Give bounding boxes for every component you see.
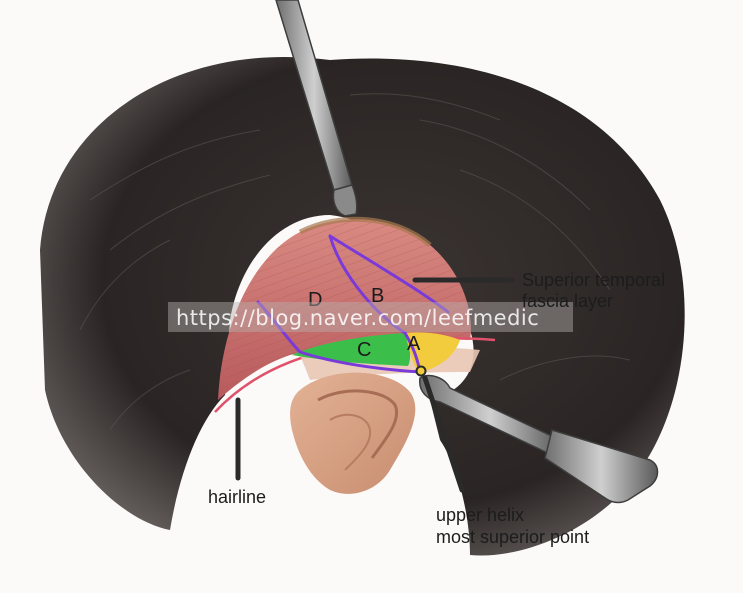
- region-label-d: D: [308, 289, 322, 311]
- watermark-band: [168, 302, 573, 332]
- temporal-muscle: [218, 216, 471, 400]
- retractor-icon: [419, 374, 659, 504]
- region-label-b: B: [371, 285, 384, 307]
- retractor-icon: [275, 0, 358, 217]
- label-fascia-layer: fascia layer: [522, 291, 613, 311]
- region-label-c: C: [357, 339, 371, 361]
- label-hairline: hairline: [208, 487, 266, 507]
- region-label-a: A: [407, 333, 421, 355]
- ear-icon: [290, 372, 416, 494]
- label-upper-helix: upper helix: [436, 505, 524, 525]
- label-most-superior-point: most superior point: [436, 527, 589, 547]
- label-superior-temporal: Superior temporal: [522, 270, 665, 290]
- fascia-boundary-lines: [256, 234, 450, 374]
- watermark-text: https://blog.naver.com/leefmedic: [176, 306, 539, 330]
- callout-lines: [235, 277, 515, 493]
- helix-point-marker: [415, 365, 427, 377]
